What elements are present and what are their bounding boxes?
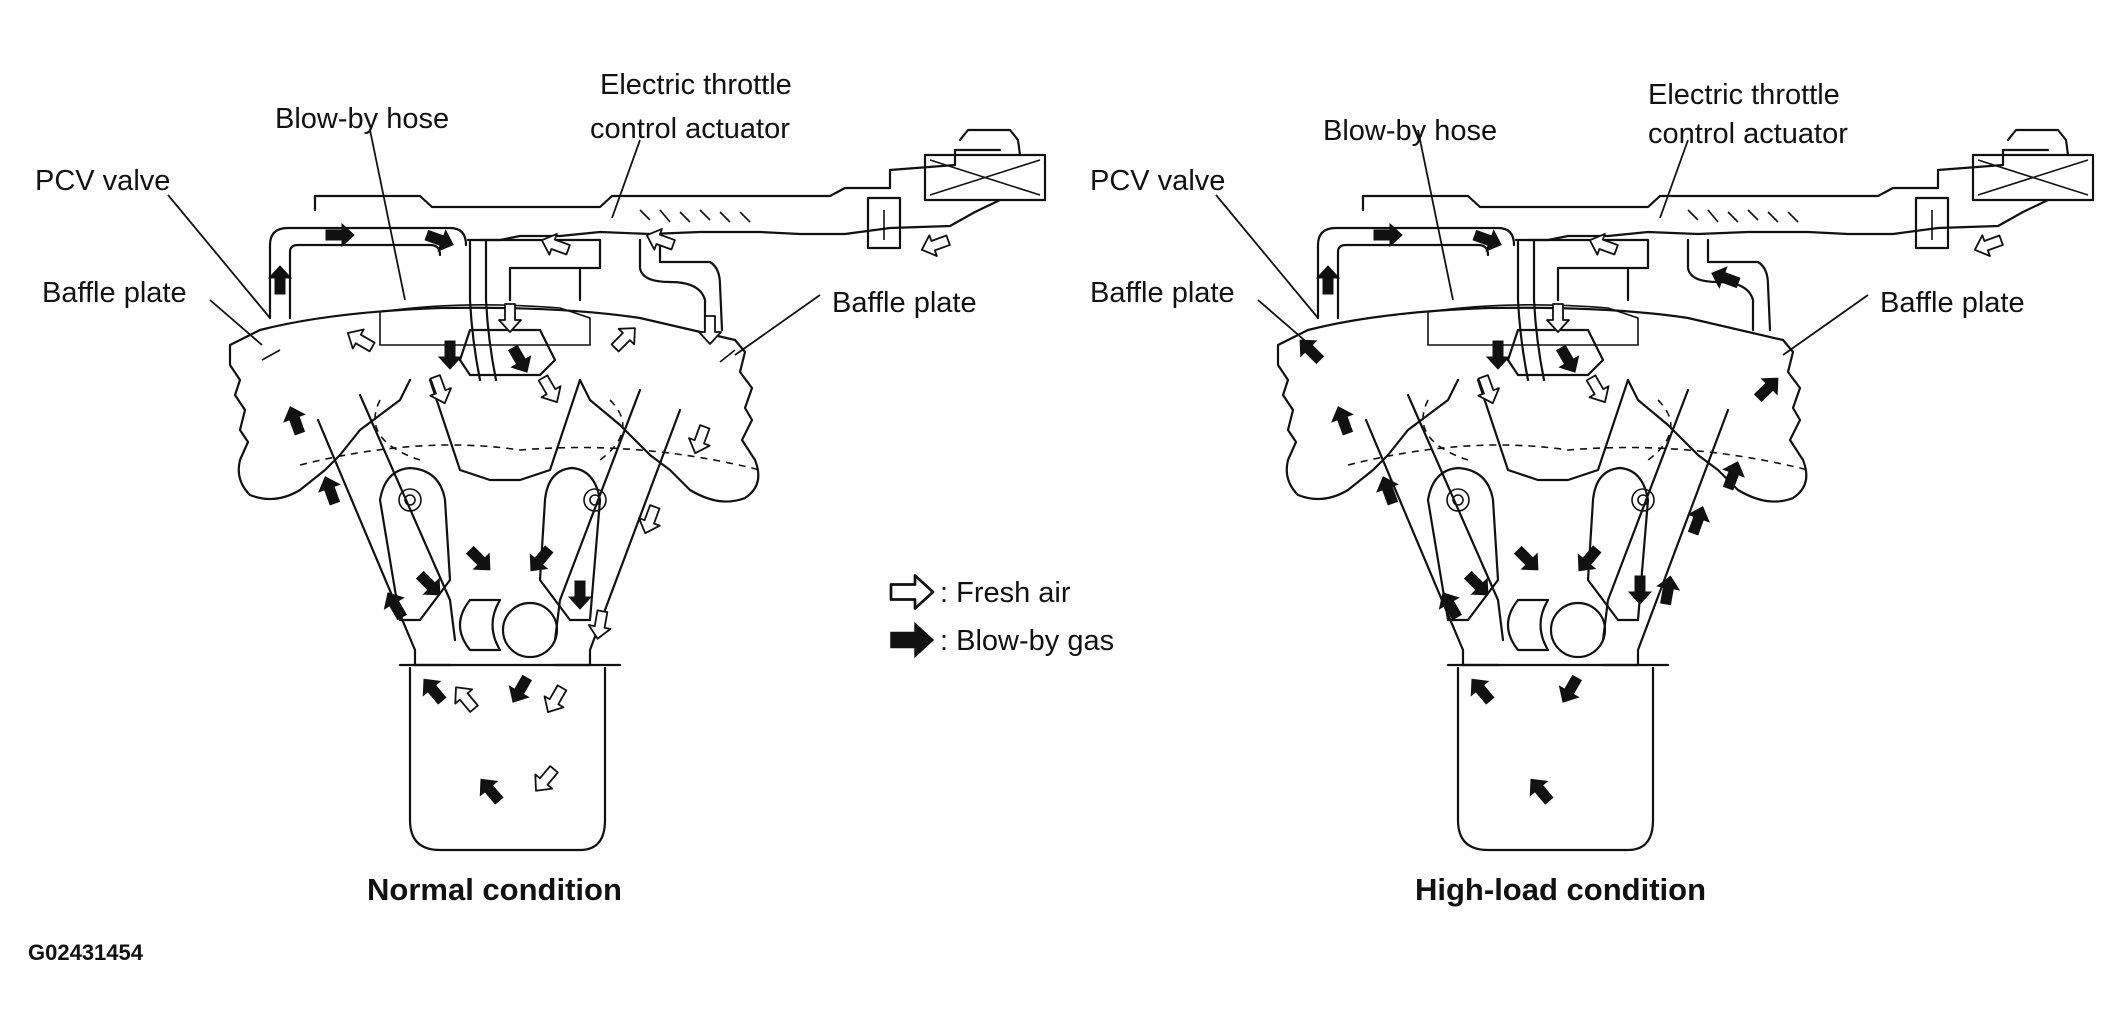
label-blowby-hose: Blow-by hose: [275, 103, 449, 135]
figure-id: G02431454: [28, 940, 144, 965]
leader-lines-normal: [167, 129, 821, 363]
label-throttle-line1: Electric throttle: [1648, 79, 1840, 111]
label-throttle-line2: control actuator: [1648, 118, 1848, 150]
legend: : Fresh air : Blow-by gas: [889, 574, 1114, 658]
leader-lines-high-load: [1215, 129, 1869, 356]
panel-high-load: PCV valve Baffle plate Blow-by hose Elec…: [1090, 79, 2095, 907]
legend-blowby-gas: : Blow-by gas: [940, 625, 1114, 657]
label-baffle-plate-right: Baffle plate: [1880, 287, 2025, 319]
label-pcv-valve: PCV valve: [1090, 165, 1225, 197]
panel-normal: PCV valve Baffle plate Blow-by hose Elec…: [35, 69, 1047, 907]
label-baffle-plate-right: Baffle plate: [832, 287, 977, 319]
legend-fresh-air: : Fresh air: [940, 577, 1071, 609]
caption-normal-condition: Normal condition: [367, 872, 622, 907]
label-throttle-line1: Electric throttle: [600, 69, 792, 101]
label-blowby-hose: Blow-by hose: [1323, 115, 1497, 147]
label-baffle-plate-left: Baffle plate: [42, 277, 187, 309]
label-pcv-valve: PCV valve: [35, 165, 170, 197]
label-throttle-line2: control actuator: [590, 113, 790, 145]
fresh-air-arrow-icon: [889, 574, 935, 610]
blowby-gas-arrow-icon: [890, 622, 934, 658]
caption-high-load-condition: High-load condition: [1415, 872, 1706, 907]
label-baffle-plate-left: Baffle plate: [1090, 277, 1235, 309]
